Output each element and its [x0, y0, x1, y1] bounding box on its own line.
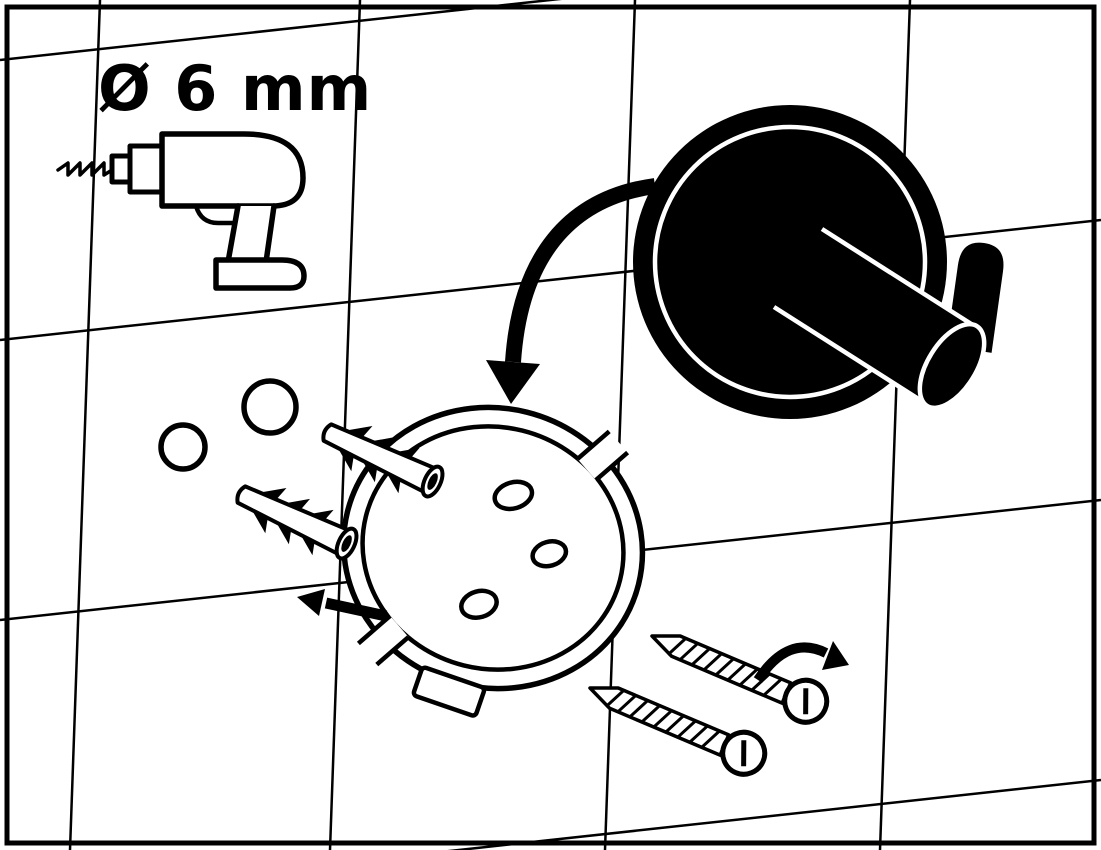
hook-arm — [773, 229, 977, 405]
hook-arm-endcap — [917, 321, 987, 411]
drill-diameter-label: Ø 6 mm — [98, 52, 372, 125]
tighten-arrow-icon — [753, 641, 849, 683]
screw-icon — [588, 686, 768, 777]
drilled-holes — [158, 378, 299, 472]
rotate-attach-arrow-icon — [486, 178, 657, 404]
diagram-border — [4, 4, 1097, 846]
wall-hook-icon — [633, 105, 1008, 419]
plate-screw-hole — [492, 479, 535, 512]
plate-screw-hole — [459, 588, 499, 620]
drill-bit-icon — [56, 161, 114, 177]
hook-flange-ring — [652, 124, 928, 400]
wall-plugs — [235, 422, 445, 561]
screw-icon — [650, 634, 830, 725]
drill-callout: Ø 6 mm — [56, 52, 372, 291]
plate-screw-hole — [530, 539, 569, 569]
wall-plug-icon — [235, 484, 359, 561]
drilled-hole-icon — [158, 422, 208, 472]
plate-notch — [576, 429, 630, 482]
insert-arrow-icon — [297, 589, 388, 622]
drilled-hole-icon — [241, 378, 299, 436]
screws — [588, 634, 830, 777]
wall-plug-icon — [321, 422, 445, 499]
plate-tab — [411, 665, 487, 718]
drill-icon — [56, 131, 307, 291]
